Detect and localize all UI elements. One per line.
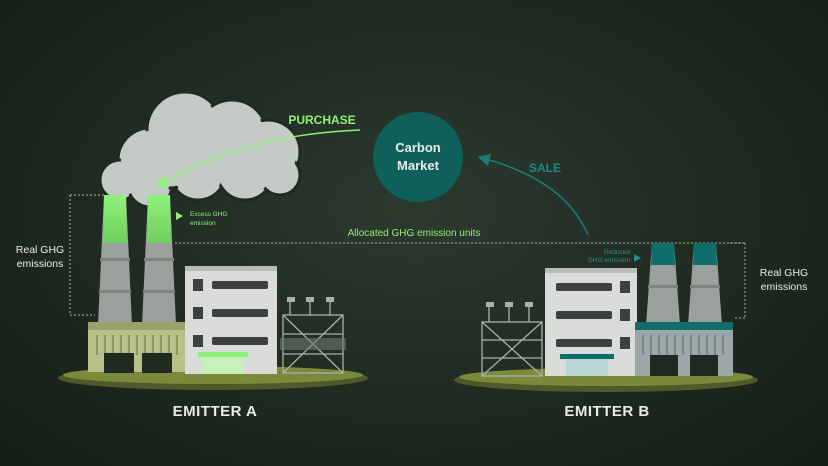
scaffold-b (481, 305, 543, 377)
real-emissions-label-right-line2: emissions (761, 281, 808, 293)
reduced-label-line2: GHG emission (588, 257, 631, 264)
excess-label-line2: emission (190, 220, 216, 227)
real-emissions-label-right-line1: Real GHG (760, 267, 808, 279)
emitter-a-label: EMITTER A (173, 403, 258, 420)
real-emissions-bracket-left (69, 194, 105, 316)
real-emissions-label-left-line2: emissions (17, 258, 64, 270)
carbon-market-label-line2: Market (397, 158, 440, 173)
sale-label: SALE (529, 161, 561, 175)
excess-label-line1: Excess GHG (190, 211, 228, 218)
chimney-a1 (98, 195, 132, 325)
reduced-marker-icon (634, 254, 641, 262)
scaffold-a (282, 300, 344, 374)
emitter-a-factory (58, 195, 368, 390)
purchase-label: PURCHASE (288, 113, 355, 127)
allocated-label: Allocated GHG emission units (348, 228, 481, 239)
reduced-label-line1: Reduced (604, 249, 630, 256)
emitter-b-factory (454, 243, 758, 392)
sale-arrow (477, 153, 589, 236)
emitter-b-label: EMITTER B (564, 403, 649, 420)
chimney-a2 (142, 195, 176, 325)
chimney-b2 (688, 243, 722, 325)
chimney-b1 (646, 243, 680, 325)
purchase-arrow (155, 129, 361, 188)
excess-marker-icon (176, 212, 183, 220)
carbon-market-label-line1: Carbon (395, 140, 441, 155)
real-emissions-bracket-right (730, 242, 746, 319)
carbon-market-circle (373, 112, 463, 202)
real-emissions-label-left-line1: Real GHG (16, 244, 64, 256)
